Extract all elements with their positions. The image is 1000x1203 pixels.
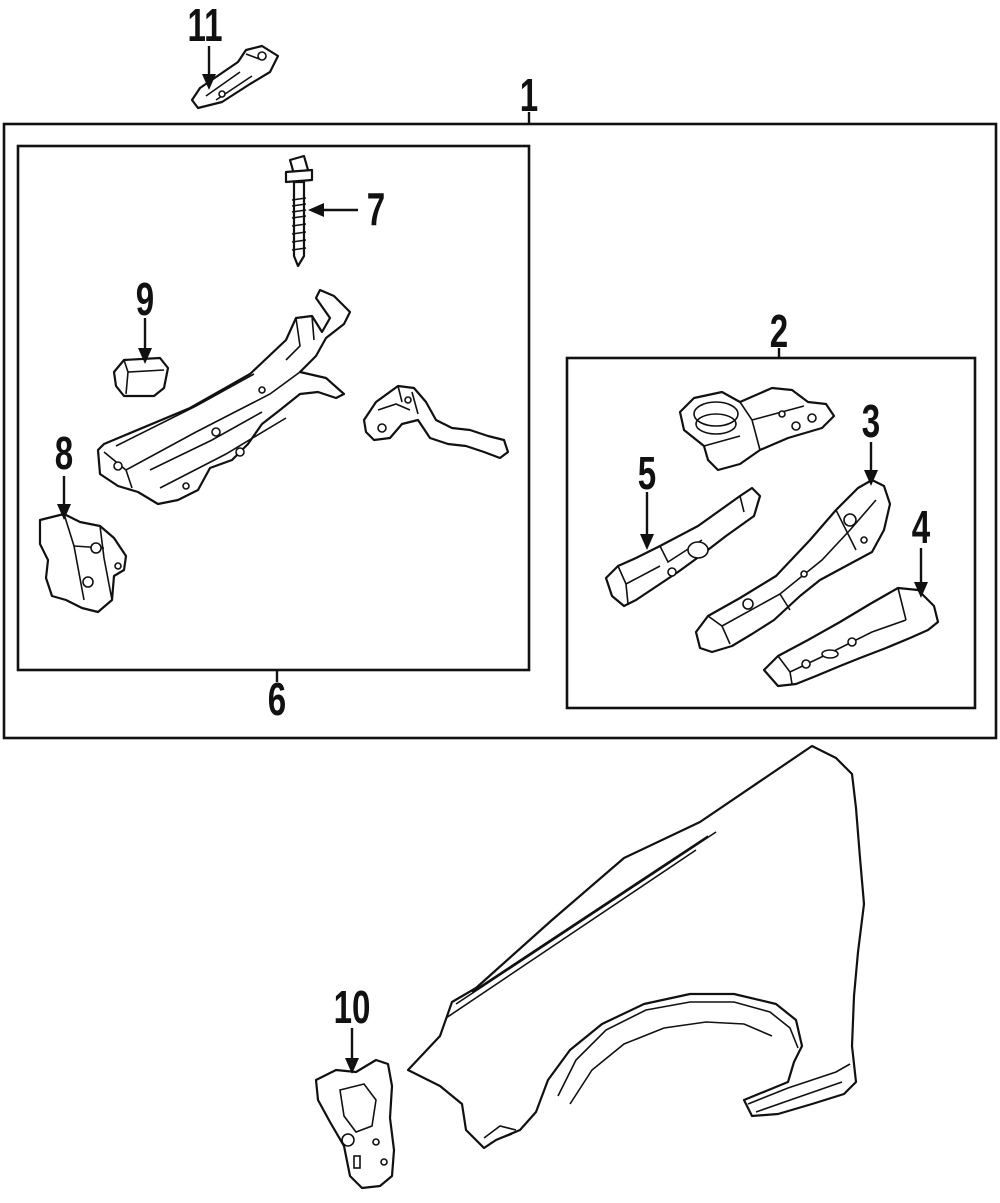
part-shock-tower: [678, 386, 836, 472]
part-3-reinforcement: [694, 478, 892, 654]
assembly-1-frame: [2, 122, 998, 740]
callout-3: 3: [861, 395, 881, 447]
part-7-bolt: [284, 154, 314, 268]
callout-10: 10: [333, 981, 371, 1033]
assembly-2-frame: [565, 356, 977, 710]
part-4-plate: [762, 586, 940, 688]
arrow-3: [864, 442, 878, 486]
part-6-side-member: [96, 288, 352, 506]
arrow-9: [138, 318, 152, 364]
callout-5: 5: [637, 447, 657, 499]
arrow-11: [202, 46, 216, 90]
arrow-7: [308, 203, 358, 217]
part-5-extension: [604, 486, 762, 608]
callout-2: 2: [769, 305, 789, 357]
part-9-block: [112, 356, 170, 398]
callout-7: 7: [366, 183, 386, 235]
callout-1: 1: [519, 69, 539, 121]
arrow-5: [640, 492, 654, 550]
part-fender: [406, 744, 866, 1150]
arrow-10: [345, 1028, 359, 1074]
part-11-bracket: [190, 44, 280, 110]
arrow-8: [57, 476, 71, 520]
callout-11: 11: [187, 0, 223, 51]
callout-9: 9: [135, 273, 155, 325]
part-apron-bracket: [362, 384, 510, 460]
callout-8: 8: [54, 427, 74, 479]
part-8-gusset: [38, 512, 128, 614]
arrow-4: [914, 548, 928, 598]
assembly-6-frame: [16, 144, 531, 672]
callout-6: 6: [267, 673, 287, 725]
part-10-shield: [314, 1058, 396, 1190]
callout-4: 4: [911, 501, 931, 553]
